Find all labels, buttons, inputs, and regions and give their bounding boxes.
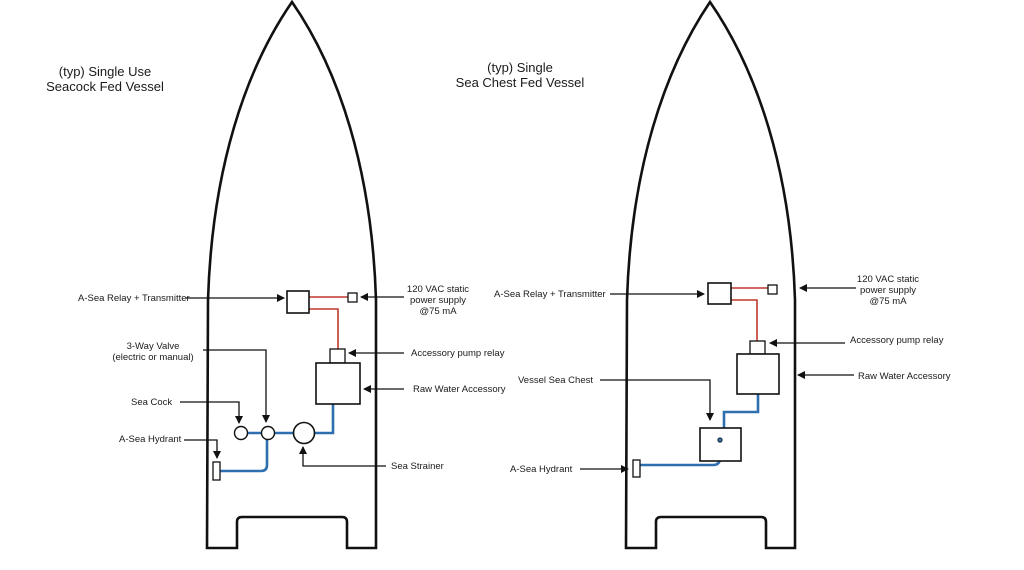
left-relay-transmitter-box <box>286 290 310 314</box>
left-hydrant-fitting <box>212 461 221 481</box>
left-three-way-valve <box>260 425 276 441</box>
right-diagram-title: (typ) Single Sea Chest Fed Vessel <box>440 60 600 90</box>
left-diagram-title: (typ) Single Use Seacock Fed Vessel <box>30 64 180 94</box>
left-power-supply-box <box>347 292 358 303</box>
left-hull-outline <box>205 0 378 550</box>
right-sea-chest-inlet <box>717 437 723 443</box>
left-sea-cock <box>233 425 249 441</box>
left-power-line3: @75 mA <box>419 306 457 317</box>
right-power-wire <box>731 287 768 341</box>
right-hull-outline <box>624 0 797 550</box>
left-pump-relay-label: Accessory pump relay <box>411 348 505 359</box>
right-pump-relay-box <box>749 340 766 355</box>
right-sea-chest-box <box>699 427 742 462</box>
left-hydrant-arrow <box>184 439 221 459</box>
left-water-line <box>220 403 335 473</box>
right-hydrant-fitting <box>632 459 641 478</box>
right-raw-water-accessory-box <box>736 353 780 395</box>
left-strainer-arrow <box>299 446 386 467</box>
left-title-line2: Seacock Fed Vessel <box>46 79 164 94</box>
right-power-line1: 120 VAC static <box>856 274 920 285</box>
right-relay-label: A-Sea Relay + Transmitter <box>494 289 606 300</box>
left-pump-relay-box <box>329 348 346 364</box>
left-accessory-label: Raw Water Accessory <box>413 384 506 395</box>
left-hydrant-label: A-Sea Hydrant <box>119 434 182 445</box>
right-power-supply-box <box>767 284 778 295</box>
right-title-line2: Sea Chest Fed Vessel <box>455 75 585 90</box>
right-pump-relay-label: Accessory pump relay <box>850 335 944 346</box>
left-title-line1: (typ) Single Use <box>58 64 152 79</box>
left-raw-water-accessory-box <box>315 362 361 405</box>
left-valve-label: 3-Way Valve (electric or manual) <box>105 341 201 363</box>
left-valve-arrow <box>203 349 270 423</box>
left-power-line1: 120 VAC static <box>406 284 470 295</box>
right-power-line3: @75 mA <box>869 296 907 307</box>
right-accessory-label: Raw Water Accessory <box>858 371 951 382</box>
left-relay-label: A-Sea Relay + Transmitter <box>78 293 190 304</box>
left-valve-line2: (electric or manual) <box>112 352 194 363</box>
left-sea-strainer <box>292 421 316 445</box>
left-valve-line1: 3-Way Valve <box>126 341 180 352</box>
right-vessel <box>580 0 856 550</box>
right-seachest-label: Vessel Sea Chest <box>518 375 593 386</box>
left-vessel <box>180 0 404 550</box>
left-power-line2: power supply <box>410 295 466 306</box>
right-power-supply-label: 120 VAC static power supply @75 mA <box>855 274 921 307</box>
right-power-line2: power supply <box>860 285 916 296</box>
right-relay-transmitter-box <box>707 282 732 305</box>
left-strainer-label: Sea Strainer <box>391 461 444 472</box>
right-title-line1: (typ) Single <box>487 60 553 75</box>
left-power-wire <box>309 296 348 349</box>
right-seachest-arrow <box>600 379 714 421</box>
left-power-supply-label: 120 VAC static power supply @75 mA <box>405 284 471 317</box>
left-seacock-arrow <box>180 401 243 424</box>
left-seacock-label: Sea Cock <box>131 397 173 408</box>
right-hydrant-label: A-Sea Hydrant <box>510 464 573 475</box>
